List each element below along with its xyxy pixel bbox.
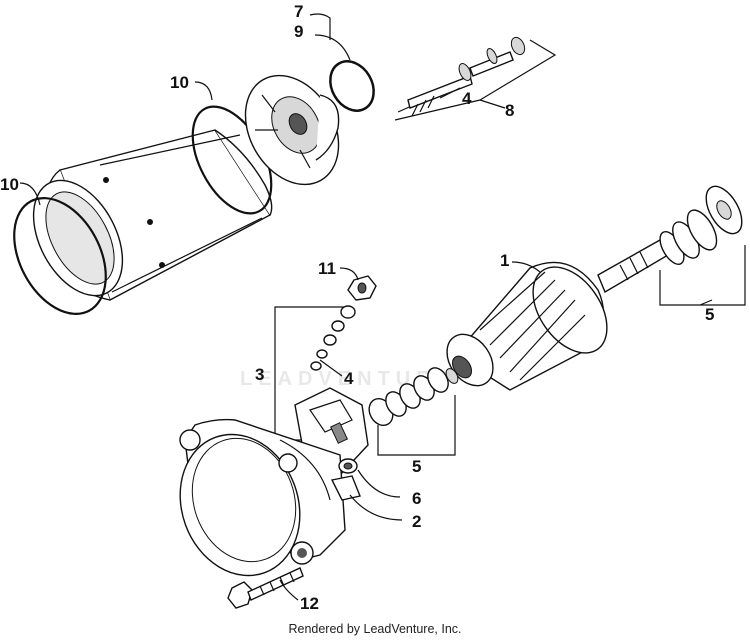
- leader-10-left: [19, 182, 41, 206]
- callout-10-top: 10: [170, 73, 189, 92]
- leader-4-mid: [319, 359, 343, 377]
- callout-11: 11: [318, 259, 336, 278]
- callout-4-top: 4: [462, 89, 472, 108]
- leader-4-top: [439, 87, 461, 99]
- leader-1: [511, 261, 541, 273]
- mounting-bolt: [227, 567, 304, 609]
- nut: [347, 275, 377, 301]
- leader-bracket-8: [394, 39, 557, 121]
- leader-9: [314, 34, 351, 61]
- rear-end-cover: [179, 418, 346, 577]
- callout-4-mid: 4: [344, 369, 354, 388]
- leader-2: [349, 494, 403, 521]
- callout-2: 2: [412, 512, 421, 531]
- o-ring-left: [13, 197, 107, 315]
- leader-bracket-5-center: [377, 395, 456, 456]
- callout-10-left: 10: [0, 175, 19, 194]
- through-bolt-set: [397, 36, 526, 117]
- callout-1: 1: [500, 251, 509, 270]
- washer-stack-right: [659, 185, 743, 265]
- terminal-assembly: [330, 458, 361, 501]
- leader-7: [309, 13, 331, 40]
- callout-8: 8: [505, 101, 514, 120]
- callout-5-right: 5: [705, 305, 714, 324]
- leadventure-watermark: LEADVENTURE: [240, 368, 457, 390]
- armature: [446, 239, 669, 391]
- washer-stack-center: [368, 367, 459, 427]
- callout-6: 6: [412, 489, 421, 508]
- leader-12: [279, 579, 299, 601]
- leader-6: [357, 469, 401, 498]
- leader-11: [339, 267, 359, 281]
- callout-12: 12: [300, 594, 319, 613]
- footer-credit: Rendered by LeadVenture, Inc.: [288, 622, 462, 636]
- o-ring-small: [329, 60, 375, 112]
- callout-7: 7: [294, 2, 303, 21]
- callout-3: 3: [255, 365, 264, 384]
- callout-5-bottom: 5: [412, 457, 421, 476]
- front-bracket: [244, 74, 340, 186]
- leader-bracket-5-right: [659, 245, 746, 306]
- leader-10-top: [194, 81, 213, 101]
- yoke-housing: [32, 129, 273, 301]
- callout-9: 9: [294, 22, 303, 41]
- small-washer-stack: [310, 305, 356, 371]
